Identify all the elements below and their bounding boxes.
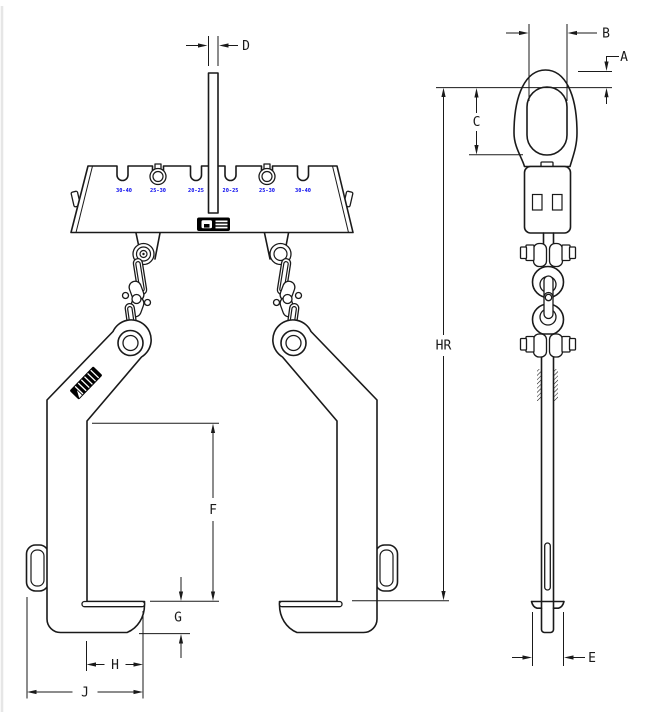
dimensions: D B A C: [26, 24, 628, 701]
dim-label-b: B: [602, 27, 610, 42]
dim-label-d: D: [242, 39, 250, 54]
shackle-clevis-lower: [519, 333, 577, 358]
capacity-label: 20-25: [188, 188, 204, 194]
dim-label-f: F: [209, 503, 217, 518]
capacity-label: 25-30: [150, 188, 166, 194]
dim-label-hr: HR: [436, 339, 452, 354]
grip-knurl: [537, 369, 542, 401]
dim-j: J: [26, 597, 143, 701]
dim-e: E: [512, 612, 596, 666]
eye-hole: [526, 86, 568, 156]
leg-slot: [544, 542, 551, 591]
dim-label-a: A: [620, 50, 628, 65]
front-view: 30-40 25-30 20-25 20-25 25-30 30-40: [25, 72, 399, 634]
dim-hr: HR: [352, 87, 452, 602]
dim-a: A: [436, 50, 628, 104]
dim-label-h: H: [111, 658, 119, 673]
side-view: [513, 69, 578, 634]
dim-f: F: [92, 422, 219, 602]
dim-c: C: [469, 88, 523, 156]
shackle-clevis-upper: [519, 242, 577, 268]
dim-label-g: G: [174, 611, 182, 626]
dim-d: D: [186, 36, 250, 66]
foot-flange: [530, 600, 565, 609]
block-hole: [531, 193, 543, 211]
dim-g: G: [139, 577, 190, 658]
hanger-bar: [207, 72, 219, 214]
dim-label-c: C: [473, 115, 481, 130]
capacity-label: 20-25: [223, 188, 239, 194]
capacity-label: 25-30: [259, 188, 275, 194]
dim-h: H: [86, 611, 144, 699]
hanger-lugs: [132, 232, 292, 266]
dim-label-j: J: [81, 686, 89, 701]
shackle-pair: [531, 265, 565, 336]
beam-nameplate: [197, 217, 230, 231]
tong-leg-right: [272, 319, 399, 634]
dim-b: B: [506, 24, 610, 101]
swivel-block: [523, 165, 572, 234]
capacity-label: 30-40: [116, 188, 132, 194]
capacity-label: 30-40: [295, 188, 311, 194]
dim-label-e: E: [588, 651, 596, 666]
capacity-labels: 30-40 25-30 20-25 20-25 25-30 30-40: [116, 188, 311, 194]
grip-knurl: [553, 369, 558, 401]
leg-nameplate: [70, 366, 102, 400]
tong-leg-left: [25, 319, 152, 634]
block-hole: [551, 193, 563, 211]
